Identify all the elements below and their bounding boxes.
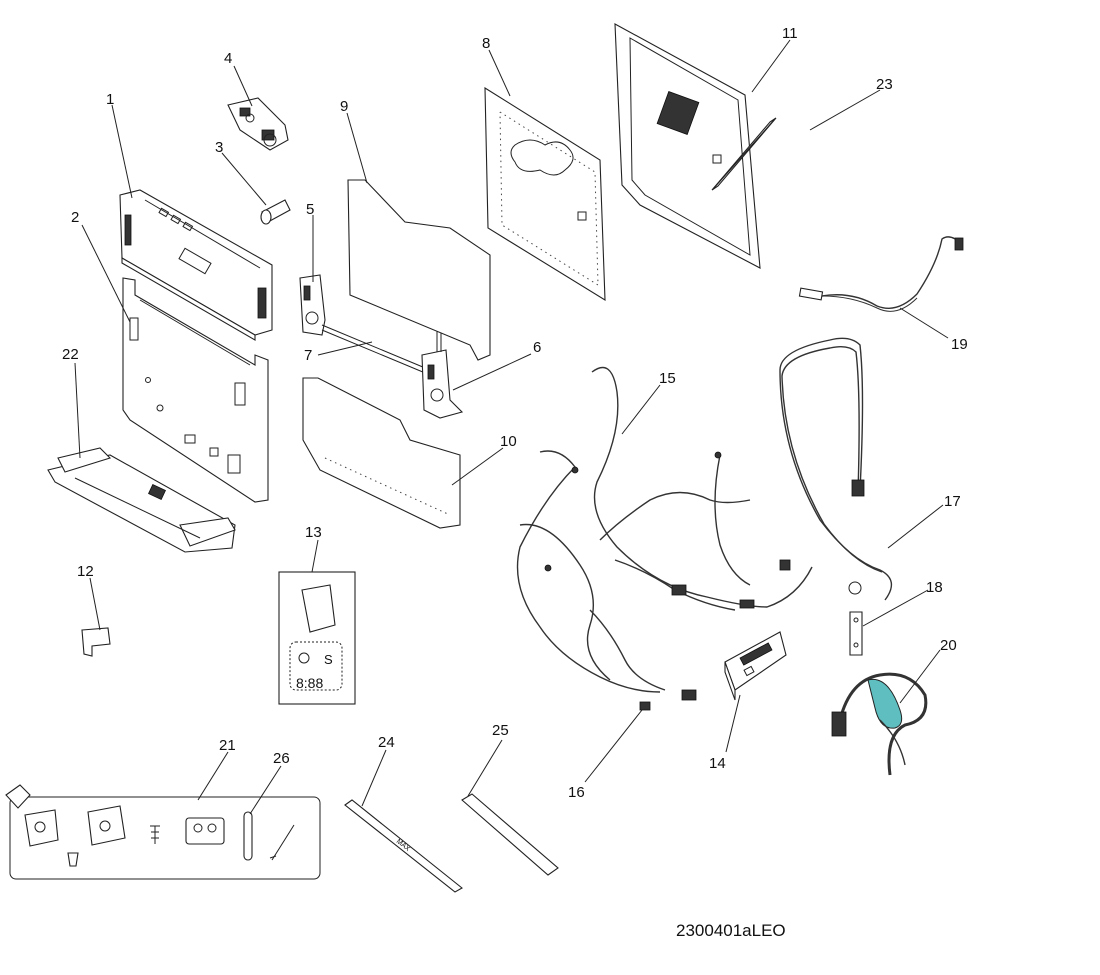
callout-7: 7 <box>304 347 312 364</box>
callout-8: 8 <box>482 35 490 52</box>
part-18-bracket <box>849 611 863 656</box>
callout-19: 19 <box>951 336 968 353</box>
callout-13: 13 <box>305 524 322 541</box>
callout-1: 1 <box>106 91 114 108</box>
part-23-seal-strip <box>711 117 777 191</box>
part-4-latch-assembly <box>227 97 289 151</box>
callout-18: 18 <box>926 579 943 596</box>
callout-14: 14 <box>709 755 726 772</box>
callout-23: 23 <box>876 76 893 93</box>
callout-16: 16 <box>568 784 585 801</box>
part-14-control-module <box>724 631 787 701</box>
callout-2: 2 <box>71 209 79 226</box>
callout-10: 10 <box>500 433 517 450</box>
part-21-hardware-kit <box>5 784 321 880</box>
callout-3: 3 <box>215 139 223 156</box>
part-15-wiring-harness <box>591 366 813 611</box>
display-digits: 8:88 <box>296 675 323 691</box>
part-19-wire-assembly <box>798 236 964 312</box>
callout-9: 9 <box>340 98 348 115</box>
part-5-hinge-left <box>299 274 326 336</box>
part-12-clip <box>81 627 111 657</box>
part-11-door-frame <box>614 23 761 269</box>
callout-25: 25 <box>492 722 509 739</box>
part-26-pin <box>243 811 253 861</box>
callout-22: 22 <box>62 346 79 363</box>
callout-6: 6 <box>533 339 541 356</box>
part-2-inner-panel <box>122 277 269 503</box>
callout-4: 4 <box>224 50 232 67</box>
svg-text:S: S <box>324 652 333 667</box>
part-20-cable-sleeve <box>831 672 928 776</box>
part-17-hose <box>779 337 893 601</box>
callout-12: 12 <box>77 563 94 580</box>
part-24-rail: MAX <box>344 799 463 893</box>
callout-labels: 1 2 3 4 5 6 7 8 9 10 11 12 13 14 15 16 1… <box>62 25 968 801</box>
drawing-code: 2300401aLEO <box>676 921 786 940</box>
callout-20: 20 <box>940 637 957 654</box>
part-8-door-sheet <box>484 86 606 302</box>
part-10-lower-insulation <box>302 377 461 529</box>
part-9-insulation-panel <box>347 179 491 361</box>
part-7-hinge-rods <box>321 324 431 376</box>
callout-26: 26 <box>273 750 290 767</box>
part-3-fitting <box>260 199 291 225</box>
leader-lines <box>74 39 949 815</box>
callout-17: 17 <box>944 493 961 510</box>
callout-21: 21 <box>219 737 236 754</box>
part-25-bar <box>461 793 559 876</box>
callout-5: 5 <box>306 201 314 218</box>
part-13-display-module: 8:88 S <box>278 571 356 705</box>
part-22-base-tray <box>47 447 236 553</box>
callout-11: 11 <box>782 25 798 42</box>
callout-15: 15 <box>659 370 676 387</box>
callout-24: 24 <box>378 734 395 751</box>
part-16-wiring-harness <box>516 450 697 711</box>
part-1-control-panel <box>119 189 273 341</box>
